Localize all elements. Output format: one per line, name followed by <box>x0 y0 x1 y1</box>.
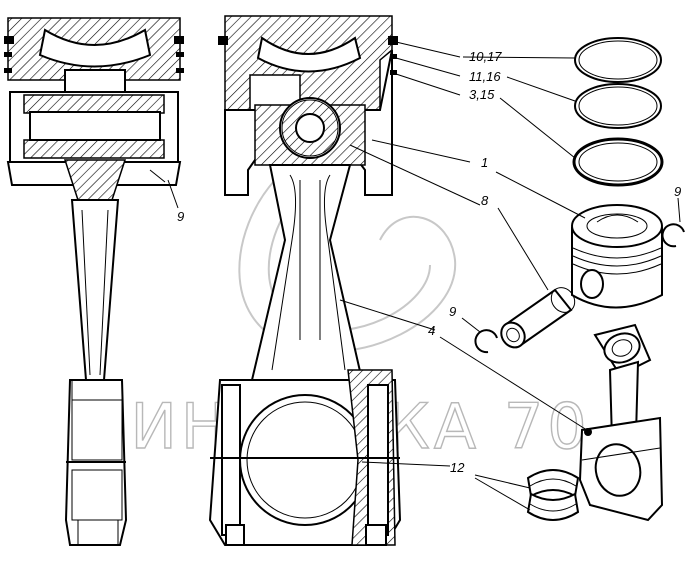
label-piston: 1 <box>481 155 488 170</box>
connecting-rod-small <box>578 323 664 522</box>
label-circlip-right: 9 <box>674 184 681 199</box>
circlip-right <box>661 223 685 248</box>
oil-ring <box>572 137 664 187</box>
leader-lines <box>339 41 681 511</box>
label-ring-top: 10,17 <box>469 49 502 64</box>
compression-ring-second <box>574 83 662 129</box>
label-rod: 4 <box>428 323 435 338</box>
piston-pin <box>500 287 576 349</box>
bearing-shells <box>526 469 580 521</box>
label-pin: 8 <box>481 193 489 208</box>
circlip-mid <box>474 329 498 354</box>
compression-ring-top <box>574 37 662 83</box>
piston <box>571 204 663 309</box>
label-ring-mid: 11,16 <box>469 69 501 84</box>
label-circlip-left: 9 <box>177 209 184 224</box>
front-section-assembly <box>208 15 402 546</box>
leader-circlip-left <box>167 179 179 209</box>
label-circlip-mid: 9 <box>449 304 456 319</box>
label-ring-oil: 3,15 <box>469 87 495 102</box>
label-bearing: 12 <box>450 460 465 475</box>
side-view-assembly <box>4 17 184 546</box>
